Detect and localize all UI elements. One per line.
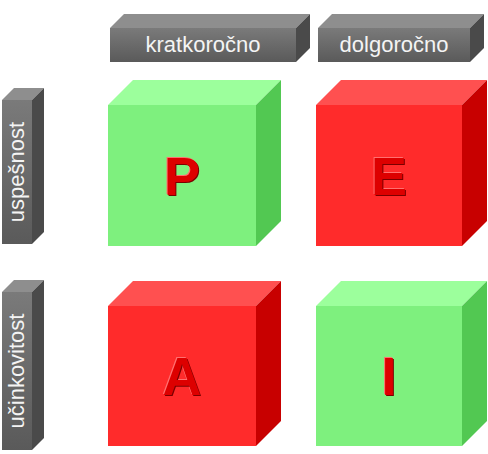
cube-face	[318, 14, 484, 28]
matrix-cube: P	[108, 105, 256, 246]
cube-face	[32, 88, 44, 244]
cube-face	[316, 80, 487, 105]
cube-letter: E	[371, 145, 407, 207]
cube-face	[108, 80, 281, 105]
cube-letter: A	[163, 345, 202, 407]
cube-face	[256, 281, 281, 446]
row-header: uspešnost	[2, 100, 32, 244]
cube-face	[108, 281, 281, 306]
cube-face	[316, 281, 487, 306]
header-label: uspešnost	[4, 122, 30, 222]
matrix-cube: A	[108, 306, 256, 446]
matrix-cube: I	[316, 306, 462, 446]
header-label: dolgoročno	[340, 32, 449, 58]
cube-letter: P	[164, 145, 200, 207]
cube-face	[470, 14, 484, 62]
column-header: dolgoročno	[318, 28, 470, 62]
cube-face	[110, 14, 310, 28]
cube-face	[462, 281, 487, 446]
cube-face	[462, 80, 487, 246]
column-header: kratkoročno	[110, 28, 296, 62]
cube-face	[32, 280, 44, 450]
header-label: kratkoročno	[146, 32, 261, 58]
matrix-cube: E	[316, 105, 462, 246]
cube-letter: I	[381, 345, 396, 407]
cube-face	[296, 14, 310, 62]
row-header: učinkovitost	[2, 292, 32, 450]
cube-faces	[316, 281, 487, 446]
header-label: učinkovitost	[4, 314, 30, 429]
cube-face	[256, 80, 281, 246]
